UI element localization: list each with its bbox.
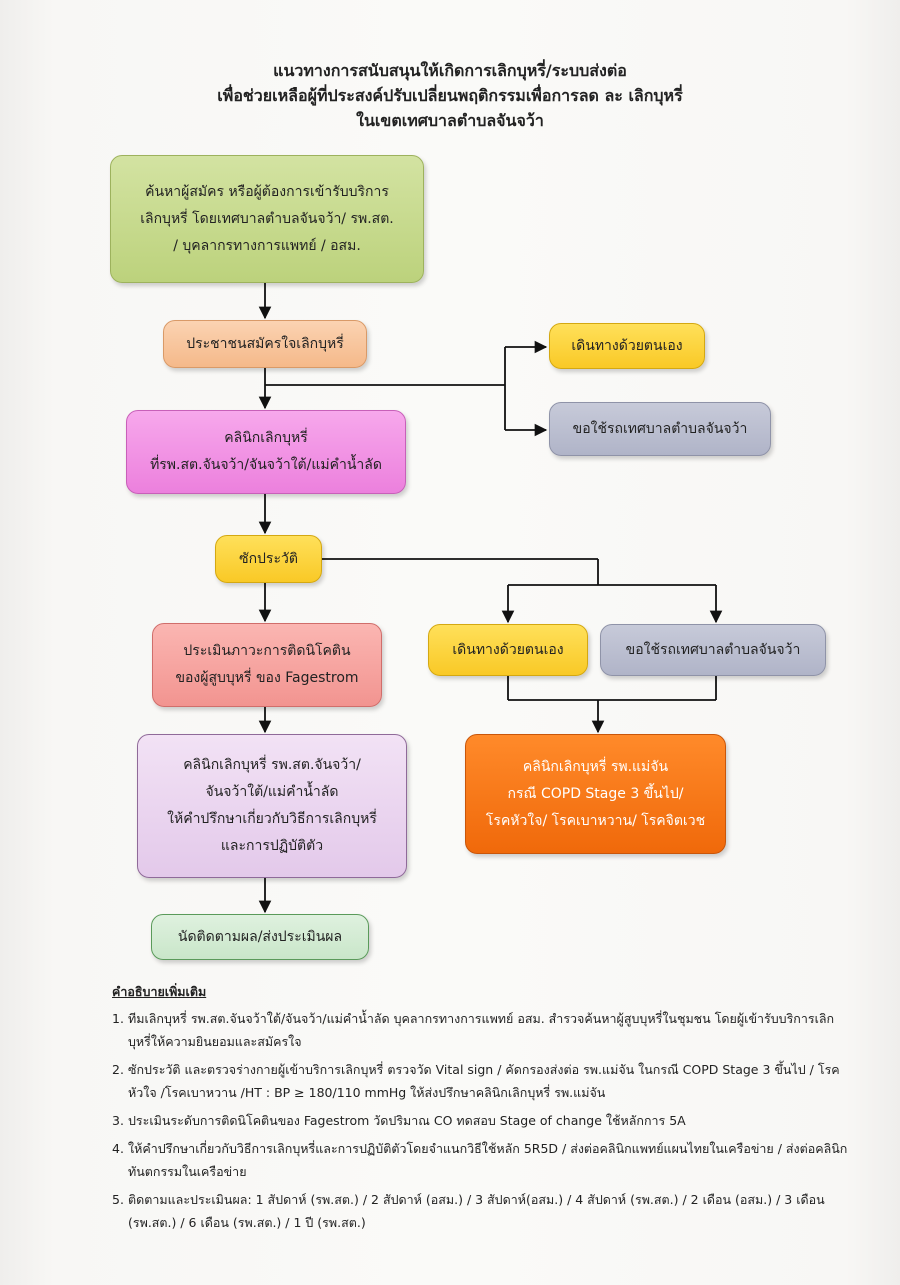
note-text: ประเมินระดับการติดนิโคตินของ Fagestrom ว… xyxy=(128,1113,686,1128)
followup-box: นัดติดตามผล/ส่งประเมินผล xyxy=(151,914,369,960)
followup-label: นัดติดตามผล/ส่งประเมินผล xyxy=(177,928,343,945)
clinic-line-1: คลินิกเลิกบุหรี่ xyxy=(224,430,308,446)
hospital-line-2: กรณี COPD Stage 3 ขึ้นไป/ xyxy=(507,785,684,802)
screening-label: ซักประวัติ xyxy=(239,550,298,567)
note-number: 4. xyxy=(112,1141,124,1156)
clinic-box: คลินิกเลิกบุหรี่ ที่รพ.สต.จันจว้า/จันจว้… xyxy=(126,410,406,494)
municipal-car-box-1: ขอใช้รถเทศบาลตำบลจันจว้า xyxy=(549,402,771,456)
title-line-1: แนวทางการสนับสนุนให้เกิดการเลิกบุหรี่/ระ… xyxy=(273,61,627,80)
additional-notes: คำอธิบายเพิ่มเติม 1. ทีมเลิกบุหรี่ รพ.สต… xyxy=(112,980,852,1239)
counsel-line-4: และการปฏิบัติตัว xyxy=(220,838,324,854)
screening-box: ซักประวัติ xyxy=(215,535,322,583)
clinic-line-2: ที่รพ.สต.จันจว้า/จันจว้าใต้/แม่คำน้ำลัด xyxy=(150,457,382,473)
note-number: 2. xyxy=(112,1062,124,1077)
municipal-car-label-2: ขอใช้รถเทศบาลตำบลจันจว้า xyxy=(625,641,801,658)
hospital-line-1: คลินิกเลิกบุหรี่ รพ.แม่จัน xyxy=(522,758,669,775)
volunteer-label: ประชาชนสมัครใจเลิกบุหรี่ xyxy=(186,335,344,352)
counsel-line-3: ให้คำปรึกษาเกี่ยวกับวิธีการเลิกบุหรี่ xyxy=(167,811,377,827)
self-travel-box-1: เดินทางด้วยตนเอง xyxy=(549,323,705,369)
search-line-1: ค้นหาผู้สมัคร หรือผู้ต้องการเข้ารับบริกา… xyxy=(145,183,389,200)
note-number: 5. xyxy=(112,1192,124,1207)
title-line-2: เพื่อช่วยเหลือผู้ที่ประสงค์ปรับเปลี่ยนพฤ… xyxy=(217,86,683,105)
fagerstrom-line-2: ของผู้สูบบุหรี่ ของ Fagestrom xyxy=(175,670,359,686)
search-line-2: เลิกบุหรี่ โดยเทศบาลตำบลจันจว้า/ รพ.สต. xyxy=(140,210,394,227)
hospital-clinic-box: คลินิกเลิกบุหรี่ รพ.แม่จัน กรณี COPD Sta… xyxy=(465,734,726,854)
self-travel-box-2: เดินทางด้วยตนเอง xyxy=(428,624,588,676)
counsel-box: คลินิกเลิกบุหรี่ รพ.สต.จันจว้า/ จันจว้าใ… xyxy=(137,734,407,878)
search-line-3: / บุคลากรทางการแพทย์ / อสม. xyxy=(173,237,361,254)
poster-title: แนวทางการสนับสนุนให้เกิดการเลิกบุหรี่/ระ… xyxy=(150,58,750,133)
search-candidates-box: ค้นหาผู้สมัคร หรือผู้ต้องการเข้ารับบริกา… xyxy=(110,155,424,283)
note-item: 4. ให้คำปรึกษาเกี่ยวกับวิธีการเลิกบุหรี่… xyxy=(112,1137,852,1183)
hospital-line-3: โรคหัวใจ/ โรคเบาหวาน/ โรคจิตเวช xyxy=(485,812,706,829)
note-item: 5. ติดตามและประเมินผล: 1 สัปดาห์ (รพ.สต.… xyxy=(112,1188,852,1234)
fagerstrom-box: ประเมินภาวะการติดนิโคติน ของผู้สูบบุหรี่… xyxy=(152,623,382,707)
municipal-car-box-2: ขอใช้รถเทศบาลตำบลจันจว้า xyxy=(600,624,826,676)
title-line-3: ในเขตเทศบาลตำบลจันจว้า xyxy=(356,111,544,130)
note-number: 3. xyxy=(112,1113,124,1128)
note-text: ซักประวัติ และตรวจร่างกายผู้เข้าบริการเล… xyxy=(128,1062,840,1100)
note-item: 1. ทีมเลิกบุหรี่ รพ.สต.จันจว้าใต้/จันจว้… xyxy=(112,1007,852,1053)
self-travel-label-2: เดินทางด้วยตนเอง xyxy=(452,641,564,658)
note-text: ให้คำปรึกษาเกี่ยวกับวิธีการเลิกบุหรี่และ… xyxy=(128,1141,848,1179)
self-travel-label-1: เดินทางด้วยตนเอง xyxy=(571,337,683,354)
notes-heading: คำอธิบายเพิ่มเติม xyxy=(112,984,207,999)
counsel-line-1: คลินิกเลิกบุหรี่ รพ.สต.จันจว้า/ xyxy=(183,757,361,773)
note-item: 2. ซักประวัติ และตรวจร่างกายผู้เข้าบริกา… xyxy=(112,1058,852,1104)
note-item: 3. ประเมินระดับการติดนิโคตินของ Fagestro… xyxy=(112,1109,852,1132)
fagerstrom-line-1: ประเมินภาวะการติดนิโคติน xyxy=(183,643,351,659)
volunteer-box: ประชาชนสมัครใจเลิกบุหรี่ xyxy=(163,320,367,368)
note-text: ทีมเลิกบุหรี่ รพ.สต.จันจว้าใต้/จันจว้า/แ… xyxy=(128,1011,835,1049)
counsel-line-2: จันจว้าใต้/แม่คำน้ำลัด xyxy=(205,784,339,800)
note-number: 1. xyxy=(112,1011,124,1026)
note-text: ติดตามและประเมินผล: 1 สัปดาห์ (รพ.สต.) /… xyxy=(128,1192,825,1230)
municipal-car-label-1: ขอใช้รถเทศบาลตำบลจันจว้า xyxy=(572,420,748,437)
